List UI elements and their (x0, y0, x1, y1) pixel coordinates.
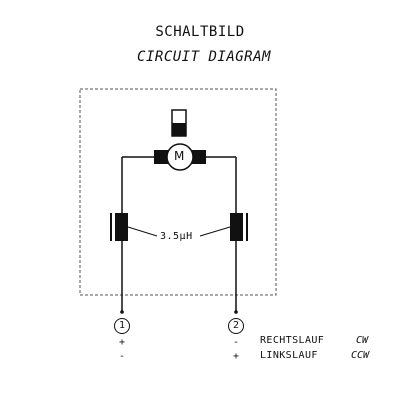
motor-label: M (174, 149, 185, 163)
inductance-leader-right (199, 226, 231, 237)
terminal-1-ccw-sign: - (119, 351, 126, 362)
direction-abbr-cw: CW (356, 335, 369, 346)
inductance-leader-left (127, 226, 158, 237)
terminal-1-cw-sign: + (119, 337, 126, 348)
terminal-2-ccw-sign: + (233, 351, 240, 362)
direction-abbr-ccw: CCW (351, 350, 370, 361)
terminal-number-2: 2 (233, 320, 240, 331)
switch-symbol (171, 109, 187, 137)
diagram-title-english: CIRCUIT DIAGRAM (137, 49, 271, 65)
terminal-circle-2 (228, 318, 244, 334)
terminal-number-1: 1 (119, 320, 126, 331)
inductor-left (110, 213, 128, 241)
inductance-label: 3.5µH (160, 231, 193, 242)
direction-label-cw: RECHTSLAUF (260, 335, 325, 346)
diagram-title-german: SCHALTBILD (155, 24, 245, 40)
motor-brush-right (190, 150, 206, 164)
terminal-dot-1 (120, 310, 124, 314)
terminal-dot-2 (234, 310, 238, 314)
housing-outline (79, 88, 277, 296)
terminal-circle-1 (114, 318, 130, 334)
motor-brush-left (154, 150, 170, 164)
terminal-2-cw-sign: - (233, 337, 240, 348)
direction-label-ccw: LINKSLAUF (260, 350, 318, 361)
motor-symbol (166, 143, 194, 171)
inductor-right (230, 213, 248, 241)
